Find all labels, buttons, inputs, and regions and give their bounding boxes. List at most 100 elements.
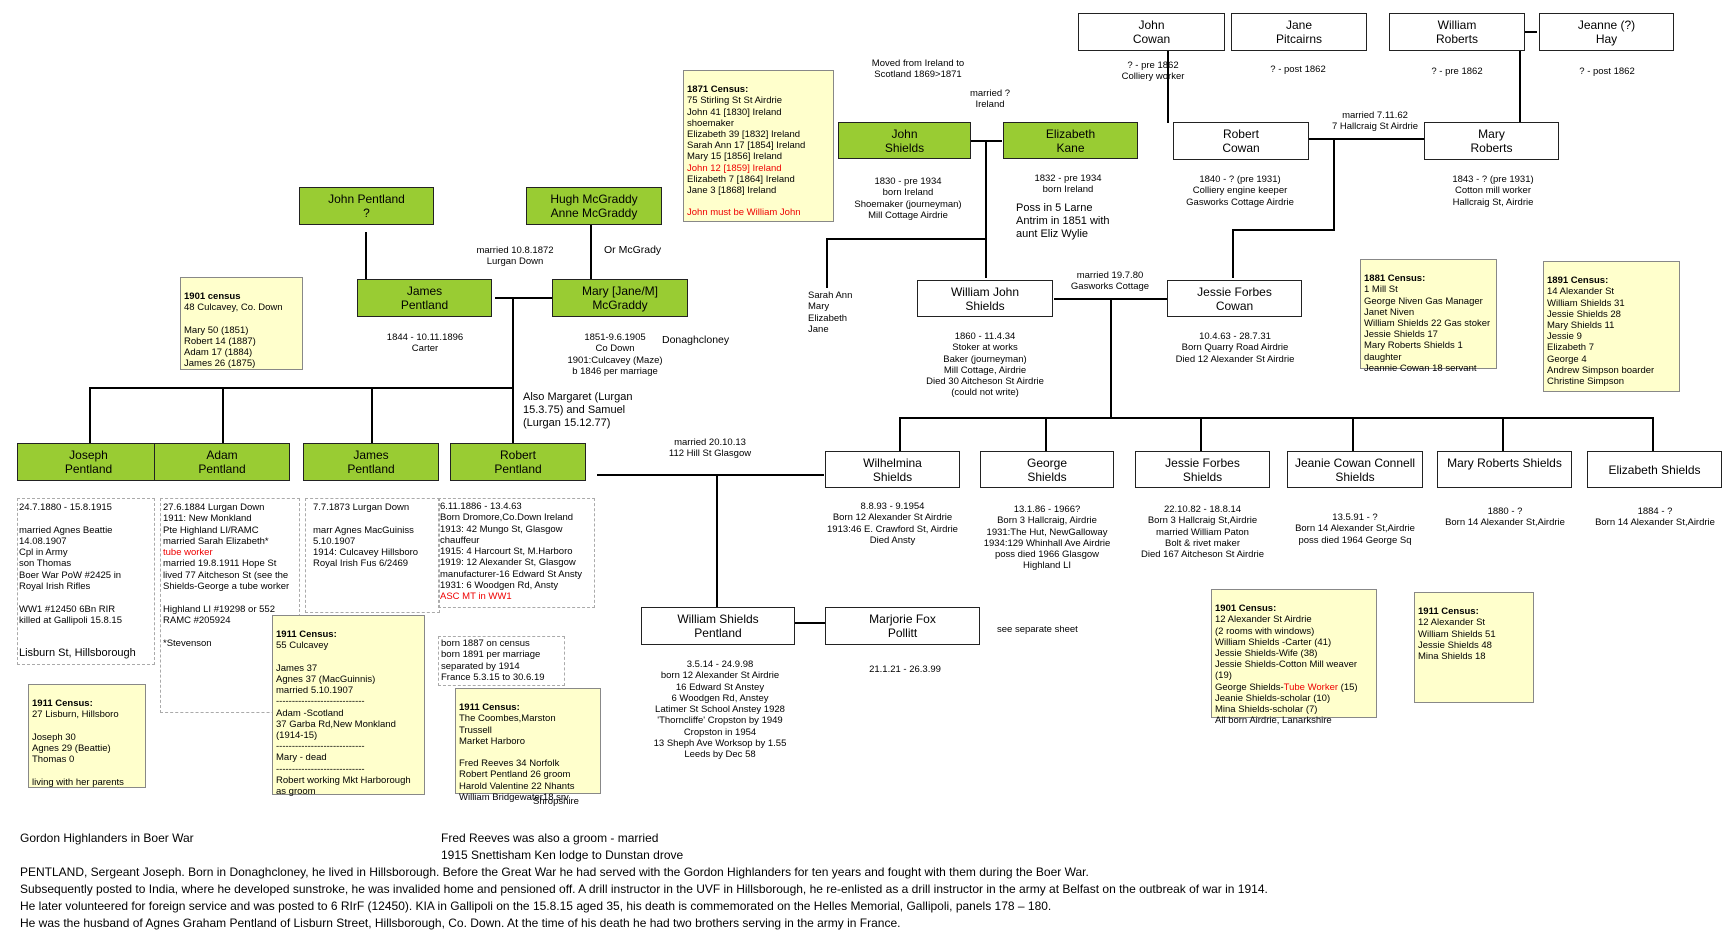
census-1901-alexander-note: 1901 Census: 12 Alexander St Airdrie (2 … (1211, 589, 1377, 726)
detail-jeanne-hay: ? - post 1862 (1579, 66, 1635, 77)
census-1881-note: 1881 Census: 1 Mill St George Niven Gas … (1360, 259, 1497, 374)
person-jane-pitcairns[interactable]: Jane Pitcairns (1231, 13, 1367, 51)
connector (826, 238, 987, 240)
connector (1519, 31, 1521, 123)
person-hugh-anne-mcgraddy[interactable]: Hugh McGraddy Anne McGraddy (526, 187, 662, 225)
note-title: 1901 census (184, 291, 241, 303)
connector (371, 387, 373, 443)
note-title: 1901 Census: (1215, 603, 1277, 615)
footer-gordon-highlanders: Gordon Highlanders in Boer War (20, 831, 194, 845)
person-joseph-pentland[interactable]: Joseph Pentland (17, 443, 160, 481)
person-jessie-forbes-cowan[interactable]: Jessie Forbes Cowan (1167, 280, 1302, 317)
connector (89, 387, 91, 443)
detail-siblings: Sarah Ann Mary Elizabeth Jane (808, 290, 853, 335)
note-title: 1871 Census: (687, 84, 749, 96)
detail-elizabeth-kane-note: Poss in 5 Larne Antrim in 1851 with aunt… (1016, 202, 1110, 240)
person-robert-pentland[interactable]: Robert Pentland (450, 443, 586, 481)
person-john-pentland-sr[interactable]: John Pentland ? (299, 187, 434, 225)
person-mary-mcgraddy[interactable]: Mary [Jane/M] McGraddy (552, 279, 688, 317)
census-1911-culcavey-note: 1911 Census: 55 Culcavey James 37 Agnes … (272, 615, 425, 798)
connector (1285, 138, 1426, 140)
detail-william-john-shields: 1860 - 11.4.34 Stoker at works Baker (jo… (926, 331, 1044, 399)
person-john-shields[interactable]: John Shields (838, 122, 971, 159)
connector (1232, 229, 1335, 231)
person-mary-roberts-shields[interactable]: Mary Roberts Shields (1437, 451, 1572, 488)
footer-biography: PENTLAND, Sergeant Joseph. Born in Donag… (20, 865, 1268, 930)
detail-william-shields-pentland: 3.5.14 - 24.9.98 born 12 Alexander St Ai… (653, 659, 787, 761)
person-robert-cowan[interactable]: Robert Cowan (1173, 122, 1309, 160)
connector (1352, 417, 1354, 452)
note-body: 14 Alexander St William Shields 31 Jessi… (1547, 286, 1655, 388)
detail-donaghcloney: Donaghcloney (662, 334, 730, 346)
detail-mary-mcgraddy: 1851-9.6.1905 Co Down 1901:Culcavey (Maz… (567, 332, 663, 377)
note-body: 27 Lisburn, Hillsboro Joseph 30 Agnes 29… (32, 709, 124, 788)
detail-elizabeth-kane: 1832 - pre 1934 born Ireland (1034, 173, 1102, 196)
connector (590, 225, 592, 279)
person-william-roberts[interactable]: William Roberts (1389, 13, 1525, 51)
person-jeanie-cowan-connell-shields[interactable]: Jeanie Cowan Connell Shields (1287, 451, 1423, 488)
census-1901-down-note: 1901 census 48 Culcavey, Co. Down Mary 5… (180, 277, 303, 370)
person-james-pentland[interactable]: James Pentland (357, 279, 492, 317)
person-jessie-forbes-shields[interactable]: Jessie Forbes Shields (1135, 451, 1270, 488)
detail-jane-pitcairns: ? - post 1862 (1270, 64, 1326, 75)
robert-detail-frame (438, 498, 595, 608)
person-george-shields[interactable]: George Shields (980, 451, 1114, 488)
person-james-pentland-jr[interactable]: James Pentland (303, 443, 439, 481)
person-elizabeth-kane[interactable]: Elizabeth Kane (1003, 122, 1138, 159)
connector (1045, 417, 1047, 452)
connector (899, 417, 1652, 419)
detail-adam-tube-worker: tube worker (163, 547, 213, 559)
person-wilhelmina-shields[interactable]: Wilhelmina Shields (825, 451, 960, 488)
detail-robert-born: born 1887 on census born 1891 per marria… (441, 638, 545, 683)
person-adam-pentland[interactable]: Adam Pentland (154, 443, 290, 481)
connector (365, 232, 367, 279)
detail-joseph-pentland: 24.7.1880 - 15.8.1915 married Agnes Beat… (19, 502, 122, 626)
census-1891-note: 1891 Census: 14 Alexander St William Shi… (1543, 261, 1680, 392)
census-1911-lisburn-note: 1911 Census: 27 Lisburn, Hillsboro Josep… (28, 684, 146, 788)
detail-moved: Moved from Ireland to Scotland 1869>1871 (871, 58, 965, 81)
detail-john-cowan: ? - pre 1862 Colliery worker (1121, 60, 1185, 83)
note-body-b: (15) Jeanie Shields-scholar (10) Mina Sh… (1215, 681, 1358, 727)
detail-also-margaret: Also Margaret (Lurgan 15.3.75) and Samue… (523, 391, 633, 429)
detail-john-shields: 1830 - pre 1934 born Ireland Shoemaker (… (854, 176, 962, 221)
note-red: Tube Worker (1283, 681, 1339, 693)
detail-married-1872: married 10.8.1872 Lurgan Down (476, 245, 554, 268)
detail-jessie-forbes-cowan: 10.4.63 - 28.7.31 Born Quarry Road Airdr… (1175, 331, 1295, 365)
footer-fred-reeves: Fred Reeves was also a groom - married 1… (441, 831, 684, 862)
note-title: 1881 Census: (1364, 273, 1426, 285)
detail-mary-roberts-shields: 1880 - ? Born 14 Alexander St,Airdrie (1445, 506, 1565, 529)
detail-marjorie-fox-pollitt: 21.1.21 - 26.3.99 (869, 664, 941, 675)
note-body: 75 Stirling St St Airdrie John 41 [1830]… (687, 95, 806, 163)
connector (512, 387, 514, 443)
robert-born-frame (438, 636, 565, 686)
person-william-john-shields[interactable]: William John Shields (917, 280, 1053, 317)
detail-james-pentland: 1844 - 10.11.1896 Carter (386, 332, 464, 355)
detail-robert-text: 6.11.1886 - 13.4.63 Born Dromore,Co.Down… (440, 501, 583, 592)
detail-or-mcgrady: Or McGrady (604, 244, 662, 256)
note-body: 55 Culcavey James 37 Agnes 37 (MacGuinni… (276, 640, 411, 798)
connector (1167, 31, 1169, 123)
detail-married-1880: married 19.7.80 Gasworks Cottage (1070, 270, 1150, 293)
note-body: The Coombes,Marston Trussell Market Harb… (459, 713, 575, 803)
note-title: 1911 Census: (1418, 606, 1479, 618)
person-mary-roberts[interactable]: Mary Roberts (1424, 122, 1559, 160)
detail-robert-pentland: 6.11.1886 - 13.4.63 Born Dromore,Co.Down… (440, 501, 600, 603)
person-marjorie-fox-pollitt[interactable]: Marjorie Fox Pollitt (825, 607, 980, 645)
note-title: 1911 Census: (459, 702, 520, 714)
person-jeanne-hay[interactable]: Jeanne (?) Hay (1539, 13, 1674, 51)
connector (222, 387, 224, 443)
detail-jeanie-shields: 13.5.91 - ? Born 14 Alexander St,Airdrie… (1295, 512, 1415, 546)
detail-james-pentland-jr: 7.7.1873 Lurgan Down marr Agnes MacGuini… (313, 502, 419, 570)
detail-william-roberts: ? - pre 1862 (1431, 66, 1483, 77)
connector (512, 297, 514, 387)
detail-mary-roberts: 1843 - ? (pre 1931) Cotton mill worker H… (1452, 174, 1534, 208)
detail-jessie-forbes-shields: 22.10.82 - 18.8.14 Born 3 Hallcraig St,A… (1140, 504, 1265, 561)
person-elizabeth-shields[interactable]: Elizabeth Shields (1587, 451, 1722, 488)
detail-joseph-address: Lisburn St, Hillsborough (19, 647, 136, 659)
note-red-line: John 12 [1859] Ireland (687, 162, 782, 174)
person-john-cowan[interactable]: John Cowan (1078, 13, 1225, 51)
detail-see-separate: see separate sheet (997, 624, 1078, 635)
person-william-shields-pentland[interactable]: William Shields Pentland (641, 607, 795, 645)
detail-robert-cowan: 1840 - ? (pre 1931) Colliery engine keep… (1186, 174, 1294, 208)
detail-married-1862: married 7.11.62 7 Hallcraig St Airdrie (1331, 110, 1419, 133)
